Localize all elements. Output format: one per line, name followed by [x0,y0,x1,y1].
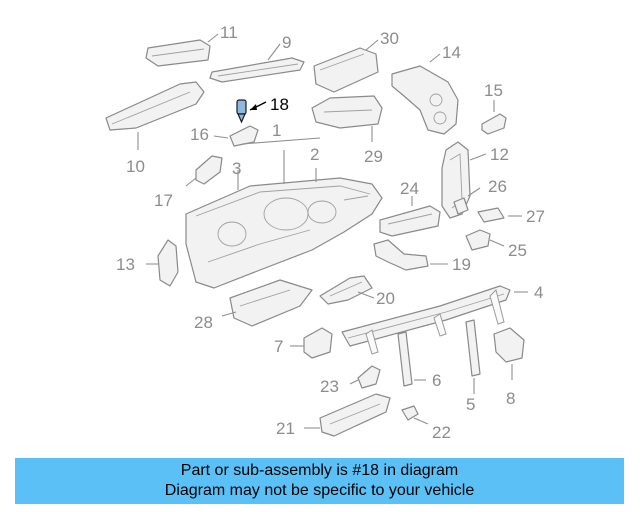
part-27 [477,207,522,223]
caption-line-2: Diagram may not be specific to your vehi… [164,482,475,499]
part-17 [185,155,223,187]
label-23: 23 [320,377,339,396]
label-3: 3 [232,159,241,178]
part-25 [465,229,505,251]
label-12: 12 [490,145,509,164]
part-10 [105,81,205,150]
label-19: 19 [452,255,471,274]
label-2: 2 [310,145,319,164]
part-30 [313,39,379,93]
label-26: 26 [488,177,507,196]
label-16: 16 [190,125,209,144]
label-5: 5 [466,395,475,414]
label-21: 21 [276,419,295,438]
label-10: 10 [126,157,145,176]
label-25: 25 [508,241,527,260]
label-9: 9 [282,33,291,52]
label-6: 6 [432,371,441,390]
label-14: 14 [442,43,461,62]
label-18: 18 [270,95,289,114]
label-29: 29 [364,147,383,166]
part-4 [341,285,528,355]
part-16 [213,125,259,147]
part-22 [401,405,429,425]
part-9 [209,43,305,83]
part-1-2-3-instrument-panel [185,137,383,289]
label-15: 15 [484,81,503,100]
label-30: 30 [380,29,399,48]
part-13 [146,239,179,287]
part-21 [304,393,391,437]
label-11: 11 [220,23,238,42]
part-24 [379,196,441,237]
part-14 [391,53,459,135]
part-5 [465,319,481,394]
part-11 [145,33,219,67]
parts-diagram: 11 9 30 14 18 15 16 1 10 2 12 3 17 24 26… [105,23,545,442]
part-6 [397,331,426,387]
label-27: 27 [526,207,545,226]
part-28 [221,279,313,327]
label-22: 22 [432,423,451,442]
part-8 [493,327,525,380]
label-4: 4 [534,283,543,302]
part-15 [481,100,507,135]
part-19 [373,239,448,271]
caption-banner: Part or sub-assembly is #18 in diagram D… [15,458,624,504]
label-17: 17 [154,191,173,210]
label-20: 20 [376,289,395,308]
label-24: 24 [400,179,419,198]
label-13: 13 [116,255,135,274]
caption-line-1: Part or sub-assembly is #18 in diagram [180,462,459,479]
part-18-highlight [236,99,267,124]
label-1: 1 [272,121,281,140]
part-7 [290,327,333,359]
part-29 [311,95,383,142]
label-8: 8 [506,389,515,408]
part-20 [319,275,375,305]
part-26 [453,187,481,215]
part-23 [349,365,381,389]
label-7: 7 [274,337,283,356]
label-28: 28 [194,313,213,332]
